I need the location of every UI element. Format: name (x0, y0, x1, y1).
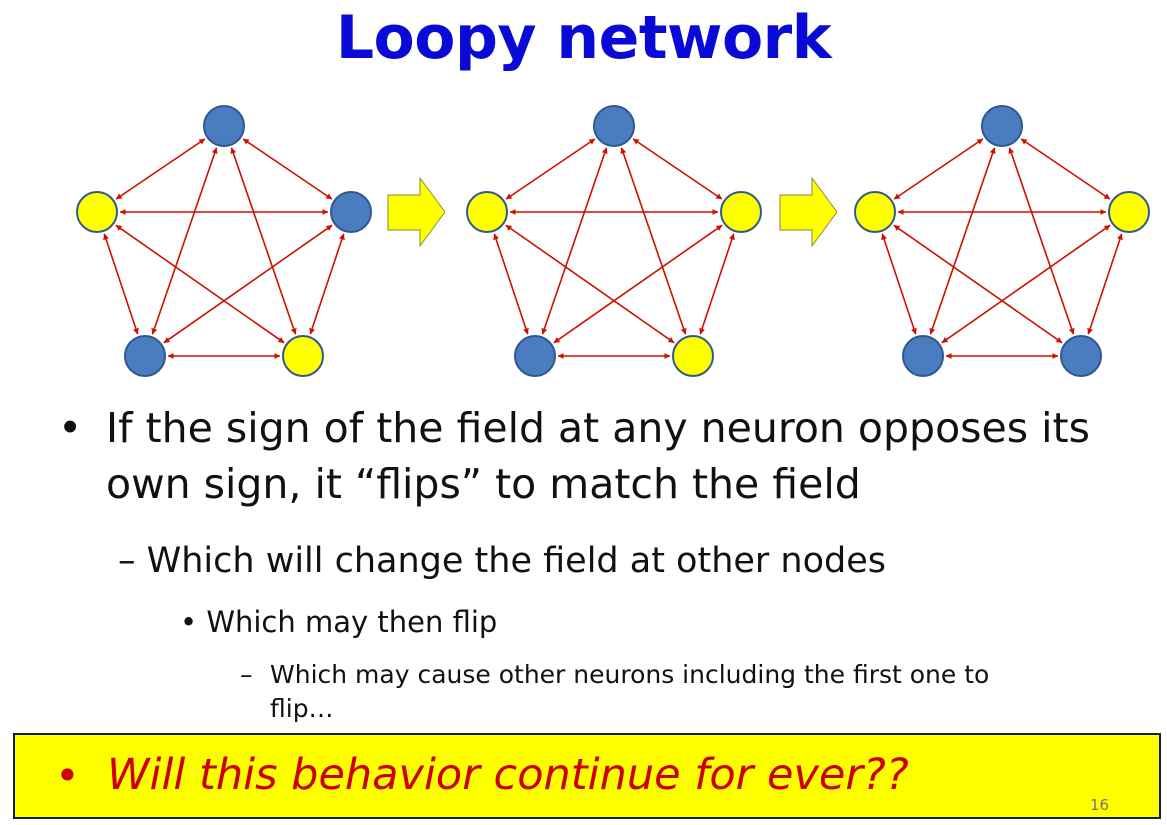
connection-edge (1008, 147, 1075, 335)
connection-edge (553, 224, 723, 344)
bullet-marker: – (240, 660, 253, 689)
connection-edge (893, 224, 1063, 344)
connection-edge (505, 138, 596, 200)
neuron-node-top-blue (203, 105, 245, 147)
neuron-node-right-yellow (720, 191, 762, 233)
connection-edge (151, 147, 218, 335)
connection-edge (309, 233, 345, 335)
network-state-2 (466, 105, 762, 377)
page-number: 16 (1090, 796, 1110, 814)
bullet-text: Which may cause other neurons including … (270, 660, 990, 723)
highlight-box: • Will this behavior continue for ever?? (13, 733, 1161, 819)
connection-edge (699, 233, 735, 335)
network-state-1 (76, 105, 372, 377)
connection-edge (505, 224, 675, 344)
connection-edge (632, 138, 723, 200)
neuron-node-bottom-right-yellow (282, 335, 324, 377)
connection-edge (493, 233, 529, 335)
bullet-level-2: – Which will change the field at other n… (118, 541, 887, 581)
neuron-node-bottom-right-yellow (672, 335, 714, 377)
connection-edge (242, 138, 333, 200)
connection-edge (1087, 233, 1123, 335)
connection-edge (115, 224, 285, 344)
highlight-question: Will this behavior continue for ever?? (107, 750, 909, 800)
connection-edge (103, 233, 139, 335)
neuron-node-bottom-left-blue (124, 335, 166, 377)
neuron-node-bottom-left-blue (902, 335, 944, 377)
connection-edge (929, 147, 996, 335)
loopy-network-diagram (76, 105, 1150, 377)
neuron-node-right-blue (330, 191, 372, 233)
connection-edge (941, 224, 1111, 344)
connection-edge (115, 138, 206, 200)
bullet-level-3: • Which may then flip (180, 605, 498, 639)
right-arrow-icon (387, 176, 446, 248)
connection-edge (163, 224, 333, 344)
network-state-3 (854, 105, 1150, 377)
neuron-node-top-blue (981, 105, 1023, 147)
right-arrow-icon (779, 176, 838, 248)
connection-edge (881, 233, 917, 335)
highlight-bullet: • (55, 751, 80, 800)
bullet-marker: • (58, 404, 83, 452)
neuron-node-bottom-left-blue (514, 335, 556, 377)
connection-edge (541, 147, 608, 335)
neuron-node-left-yellow (854, 191, 896, 233)
connection-edge (893, 138, 984, 200)
neuron-node-right-yellow (1108, 191, 1150, 233)
neuron-node-left-yellow (466, 191, 508, 233)
bullet-text: If the sign of the field at any neuron o… (106, 404, 1090, 508)
neuron-node-top-blue (593, 105, 635, 147)
slide-title: Loopy network (335, 3, 832, 73)
neuron-node-bottom-right-blue (1060, 335, 1102, 377)
connection-edge (620, 147, 687, 335)
connection-edge (1020, 138, 1111, 200)
connection-edge (230, 147, 297, 335)
neuron-node-left-yellow (76, 191, 118, 233)
